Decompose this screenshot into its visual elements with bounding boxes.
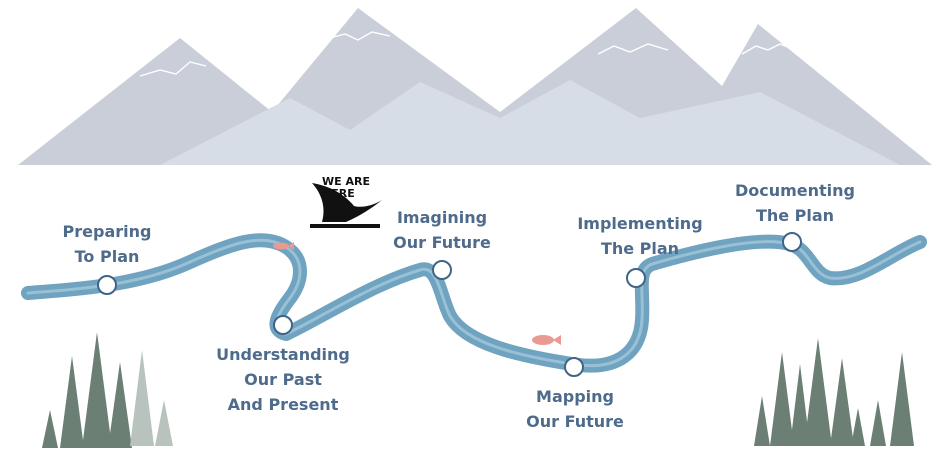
- river: [21, 233, 927, 373]
- mountain-range: [18, 8, 932, 165]
- step-marker-imagining: [432, 260, 452, 280]
- step-label-implementing: Implementing The Plan: [577, 214, 703, 258]
- step-marker-understanding: [273, 315, 293, 335]
- step-marker-preparing: [97, 275, 117, 295]
- step-marker-implementing: [626, 268, 646, 288]
- trees-right: [754, 338, 914, 446]
- step-label-imagining: Imagining Our Future: [393, 208, 491, 252]
- step-label-documenting: Documenting The Plan: [734, 181, 856, 225]
- step-label-understanding: Understanding Our Past And Present: [216, 345, 350, 414]
- fish-icon: [532, 335, 561, 345]
- step-markers: [97, 232, 802, 377]
- marker-line-2: HERE: [322, 187, 355, 200]
- step-marker-documenting: [782, 232, 802, 252]
- we-are-here-marker: WE ARE HERE: [322, 176, 392, 200]
- trees-left: [42, 332, 173, 448]
- bird-icon: [310, 183, 382, 228]
- marker-line-1: WE ARE: [322, 175, 370, 188]
- step-marker-mapping: [564, 357, 584, 377]
- step-label-mapping: Mapping Our Future: [526, 387, 624, 431]
- step-label-preparing: Preparing To Plan: [62, 222, 152, 266]
- fish-icon: [273, 242, 294, 250]
